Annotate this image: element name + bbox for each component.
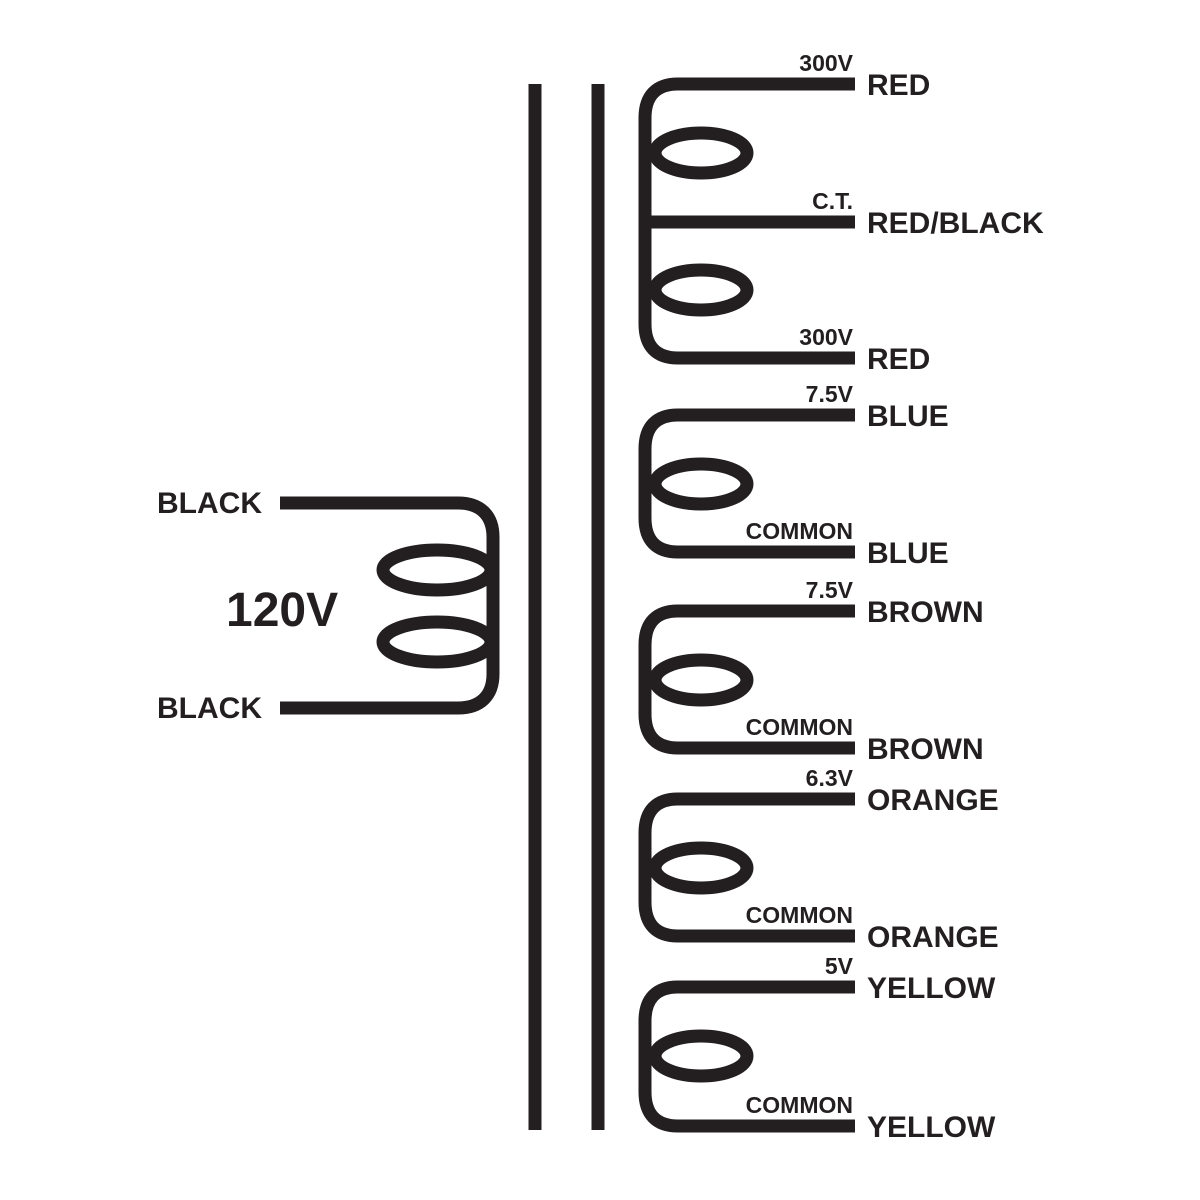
coil-loop	[648, 841, 754, 895]
coil-loop	[648, 263, 754, 317]
diagram-labels: BLACK 120V BLACK 300V RED C.T. RED/BLACK…	[157, 50, 1044, 1144]
tap-voltage-label: 300V	[799, 324, 853, 350]
wire-color-label: RED	[867, 343, 930, 376]
tap-voltage-label: COMMON	[746, 1092, 853, 1118]
secondary-winding-orange	[638, 792, 855, 943]
primary-coil-loop	[376, 615, 498, 669]
diagram-linework	[280, 77, 855, 1133]
tap-voltage-label: 6.3V	[806, 765, 854, 791]
tap-voltage-label: C.T.	[812, 188, 853, 214]
secondary-winding-hv	[638, 77, 855, 365]
secondary-winding-yellow	[638, 980, 855, 1133]
secondary-winding-brown	[638, 604, 855, 755]
tap-voltage-label: COMMON	[746, 518, 853, 544]
secondary-winding-blue	[638, 408, 855, 559]
primary-coil-loop	[376, 543, 498, 597]
wire-color-label: YELLOW	[867, 1111, 996, 1144]
tap-voltage-label: 7.5V	[806, 381, 854, 407]
secondary-coil-bracket	[638, 980, 855, 1133]
secondary-coil-bracket	[638, 792, 855, 943]
secondary-coil-bracket	[638, 604, 855, 755]
wire-color-label: BROWN	[867, 596, 984, 629]
secondary-coil-bracket	[638, 77, 855, 365]
coil-loop	[648, 457, 754, 511]
primary-bottom-wire-label: BLACK	[157, 692, 262, 725]
tap-voltage-label: 5V	[825, 953, 854, 979]
secondary-coil-bracket	[638, 408, 855, 559]
coil-loop	[648, 126, 754, 180]
coil-loop	[648, 653, 754, 707]
wire-color-label: RED	[867, 69, 930, 102]
wire-color-label: BLUE	[867, 537, 949, 570]
tap-voltage-label: COMMON	[746, 902, 853, 928]
wire-color-label: ORANGE	[867, 784, 999, 817]
tap-voltage-label: 7.5V	[806, 577, 854, 603]
wire-color-label: BLUE	[867, 400, 949, 433]
wire-color-label: BROWN	[867, 733, 984, 766]
wire-color-label: ORANGE	[867, 921, 999, 954]
tap-voltage-label: COMMON	[746, 714, 853, 740]
primary-winding-coil	[280, 496, 500, 715]
primary-top-wire-label: BLACK	[157, 487, 262, 520]
wire-color-label: YELLOW	[867, 972, 996, 1005]
primary-coil-bracket	[280, 496, 500, 715]
coil-loop	[648, 1029, 754, 1083]
tap-voltage-label: 300V	[799, 50, 853, 76]
primary-voltage-label: 120V	[226, 584, 338, 637]
wire-color-label: RED/BLACK	[867, 207, 1044, 240]
